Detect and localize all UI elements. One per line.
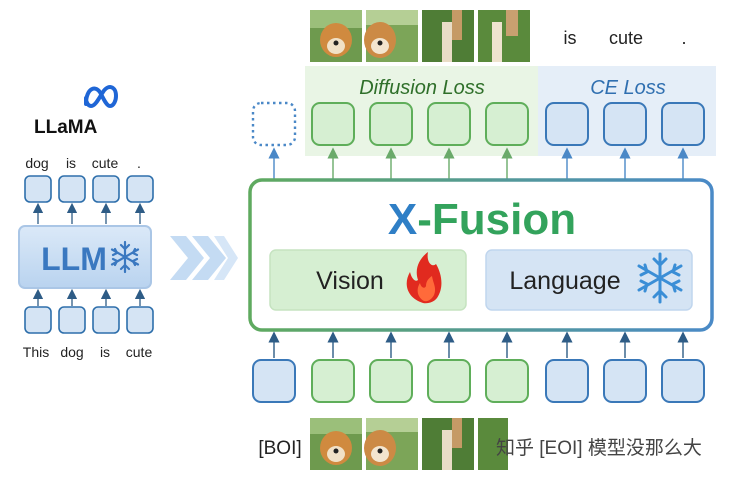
llama-output-box (92, 175, 120, 203)
llm-label: LLM (41, 241, 107, 277)
image-output-box (311, 102, 355, 146)
text-input-box (603, 359, 647, 403)
llama-section: LLaMA dog is cute . LLM (18, 85, 154, 360)
llama-input-box (58, 306, 86, 334)
llama-output-box (24, 175, 52, 203)
text-output-box (603, 102, 647, 146)
llama-top-token: is (66, 155, 76, 171)
dog-image-icon (364, 418, 418, 470)
input-arrows (268, 331, 689, 358)
language-block (485, 249, 693, 311)
image-output-box (427, 102, 471, 146)
boi-input-box (252, 359, 296, 403)
output-text-token: cute (609, 28, 643, 48)
image-input-box (311, 359, 355, 403)
boi-output-placeholder (251, 101, 297, 147)
llama-brand: LLaMA (34, 117, 98, 138)
ce-loss-label: CE Loss (590, 77, 666, 99)
output-text-token: . (681, 28, 686, 48)
image-output-box (369, 102, 413, 146)
bottom-overlay-text: 知乎 [EOI] 模型没那么大 (496, 437, 702, 459)
llama-bottom-token: is (100, 344, 110, 360)
llama-top-token: dog (25, 155, 48, 171)
image-output-box (485, 102, 529, 146)
diffusion-loss-label: Diffusion Loss (359, 77, 485, 99)
top-images (310, 10, 530, 62)
output-text-token: is (564, 28, 577, 48)
dog-image-icon (310, 10, 362, 62)
llama-input-box (92, 306, 120, 334)
output-arrows (268, 147, 689, 180)
image-input-box (485, 359, 529, 403)
dog-image-icon (364, 10, 418, 62)
bottom-images (310, 418, 508, 470)
fire-icon (406, 252, 442, 304)
dog-image-icon (478, 10, 530, 62)
language-label: Language (509, 267, 620, 295)
xfusion-title-x: X (388, 195, 417, 244)
text-output-box (545, 102, 589, 146)
xfusion-title-rest: -Fusion (417, 195, 576, 244)
xfusion-title: X-Fusion (388, 195, 576, 244)
dog-image-icon (422, 418, 474, 470)
llama-bottom-token: cute (126, 344, 153, 360)
text-input-box (545, 359, 589, 403)
dog-image-icon (310, 418, 362, 470)
llama-bottom-token: dog (60, 344, 83, 360)
llm-block (18, 225, 152, 289)
llama-output-box (58, 175, 86, 203)
snowflake-icon (110, 240, 140, 274)
llama-input-box (24, 306, 52, 334)
dog-image-icon (478, 418, 508, 470)
image-input-box (369, 359, 413, 403)
llama-top-token: . (137, 155, 141, 171)
image-input-box (427, 359, 471, 403)
snowflake-icon (637, 252, 683, 304)
llama-top-token: cute (92, 155, 119, 171)
boi-token: [BOI] (258, 438, 301, 459)
dog-image-icon (422, 10, 474, 62)
text-output-box (661, 102, 705, 146)
meta-logo-icon (84, 85, 118, 108)
text-input-box (661, 359, 705, 403)
chevron-arrows-icon (170, 236, 238, 280)
vision-label: Vision (316, 267, 384, 295)
llama-bottom-token: This (23, 344, 49, 360)
llama-input-box (126, 306, 154, 334)
llama-output-box (126, 175, 154, 203)
